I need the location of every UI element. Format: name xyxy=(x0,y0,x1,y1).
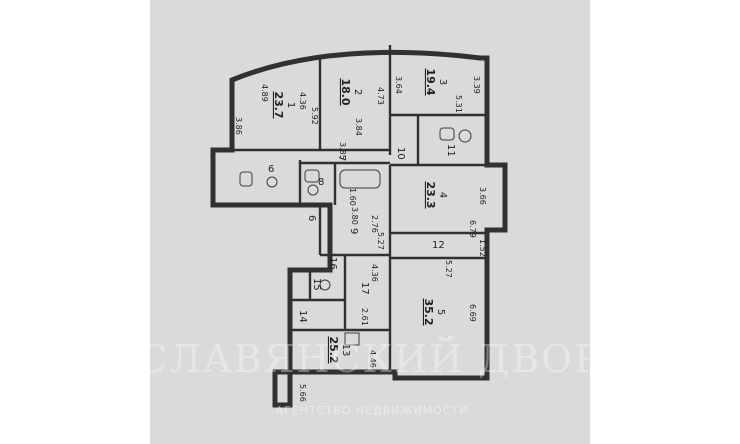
dimension-label: 2.76 xyxy=(370,215,379,233)
dimension-label: 2.61 xyxy=(360,308,369,326)
bathtub-icon xyxy=(339,169,381,189)
dimension-label: 5.27 xyxy=(376,232,385,250)
sink-icon xyxy=(239,171,253,187)
dimension-label: 4.36 xyxy=(370,264,379,282)
room-number: 10 xyxy=(395,147,406,160)
dimension-label: 5.27 xyxy=(444,260,453,278)
sink-icon xyxy=(439,127,455,141)
room-number: 6 xyxy=(268,164,274,175)
room-label-2: 2 18.0 xyxy=(339,78,363,105)
dimension-label: 3.80 xyxy=(350,207,359,225)
room-area: 18.0 xyxy=(339,78,352,105)
dimension-label: 6.69 xyxy=(468,304,477,322)
dimension-label: 3.66 xyxy=(478,187,487,205)
watermark-main: СЛАВЯНСКИЙ ДВОР xyxy=(138,336,602,381)
room-label-1: 1 23.7 xyxy=(272,91,296,118)
dimension-label: 4.36 xyxy=(298,92,307,110)
dimension-label: 3.64 xyxy=(394,76,403,94)
room-number: 5 xyxy=(435,309,446,315)
watermark-sub: АГЕНТСТВО НЕДВИЖИМОСТИ xyxy=(276,404,469,417)
toilet-icon xyxy=(319,279,331,291)
exterior-wall xyxy=(210,49,508,408)
room-number: 1 xyxy=(285,102,296,108)
room-area: 25.2 xyxy=(327,336,340,363)
dimension-label: 3.85 xyxy=(338,142,347,160)
room-number: 11 xyxy=(445,144,456,157)
room-label-3: 3 19.4 xyxy=(424,68,448,95)
toilet-icon xyxy=(307,184,319,196)
room-area: 19.4 xyxy=(424,68,437,95)
room-number: 3 xyxy=(437,79,448,85)
dimension-labels: 4.89 3.86 4.36 5.92 4.73 3.64 5.31 3.39 … xyxy=(234,76,487,402)
room-label-4: 4 23.3 xyxy=(424,181,448,208)
room-number: 7 xyxy=(336,155,347,161)
room-area: 23.7 xyxy=(272,91,285,118)
room-number: 17 xyxy=(359,282,370,295)
room-area: 35.2 xyxy=(422,298,435,325)
plumbing-fixtures xyxy=(239,127,472,346)
room-number: 8 xyxy=(318,177,324,188)
toilet-icon xyxy=(266,176,278,188)
interior-walls xyxy=(232,45,487,372)
room-number: 6 xyxy=(306,215,317,221)
dimension-label: 4.89 xyxy=(260,84,269,102)
dimension-label: 1.60 xyxy=(348,188,357,206)
dimension-label: 3.84 xyxy=(354,118,363,136)
stove-icon xyxy=(344,332,360,346)
room-number: 12 xyxy=(432,240,445,251)
room-number: 2 xyxy=(352,89,363,95)
dimension-label: 5.92 xyxy=(310,107,319,125)
toilet-icon xyxy=(458,129,472,143)
dimension-label: 3.86 xyxy=(234,117,243,135)
room-number: 14 xyxy=(297,310,308,323)
dimension-label: 4.46 xyxy=(368,350,377,368)
room-label-5: 5 35.2 xyxy=(422,298,446,325)
dimension-label: 3.39 xyxy=(472,76,481,94)
room-area: 23.3 xyxy=(424,181,437,208)
dimension-label: 5.66 xyxy=(298,384,307,402)
room-number: 9 xyxy=(348,228,359,234)
sink-icon xyxy=(304,169,320,183)
dimension-label: 1.52 xyxy=(478,239,487,257)
room-number: 16 xyxy=(327,257,338,270)
room-label-13: 13 25.2 xyxy=(327,336,351,363)
room-number: 13 xyxy=(340,344,351,357)
dimension-label: 6.79 xyxy=(468,220,477,238)
room-number: 4 xyxy=(437,192,448,198)
room-number: 15 xyxy=(311,278,322,291)
dimension-label: 4.73 xyxy=(376,87,385,105)
dimension-label: 5.31 xyxy=(454,95,463,113)
